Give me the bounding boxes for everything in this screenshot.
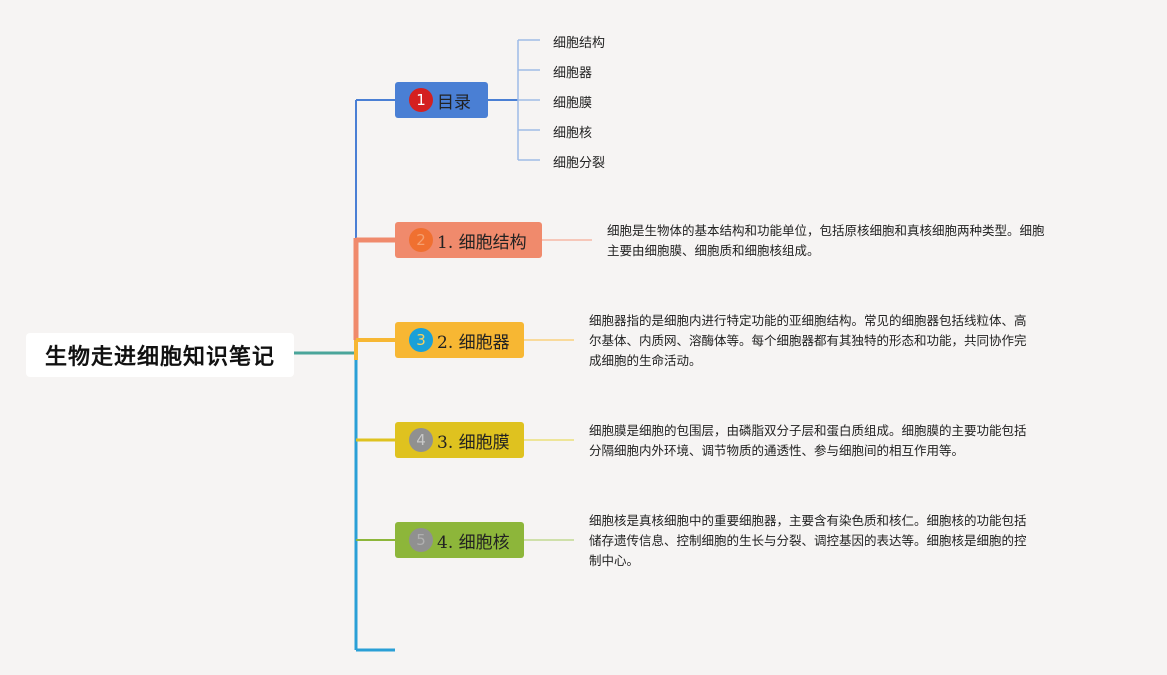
description-line: 细胞核是真核细胞中的重要细胞器，主要含有染色质和核仁。细胞核的功能包括: [589, 513, 1027, 528]
badge-4-icon: 4: [409, 428, 433, 452]
description-line: 分隔细胞内外环境、调节物质的通透性、参与细胞间的相互作用等。: [589, 443, 965, 458]
description-line: 制中心。: [589, 553, 640, 568]
description-organelles[interactable]: 细胞器指的是细胞内进行特定功能的亚细胞结构。常见的细胞器包括线粒体、高 尔基体、…: [589, 311, 1027, 371]
description-line: 细胞器指的是细胞内进行特定功能的亚细胞结构。常见的细胞器包括线粒体、高: [589, 313, 1027, 328]
topic-organelles[interactable]: 3 2. 细胞器: [395, 322, 524, 358]
topic-cell-structure[interactable]: 2 1. 细胞结构: [395, 222, 542, 258]
topic-toc[interactable]: 1 目录: [395, 82, 488, 118]
toc-item[interactable]: 细胞分裂: [553, 156, 606, 171]
toc-item[interactable]: 细胞器: [553, 66, 593, 81]
toc-item[interactable]: 细胞结构: [553, 36, 606, 51]
badge-3-icon: 3: [409, 328, 433, 352]
description-nucleus[interactable]: 细胞核是真核细胞中的重要细胞器，主要含有染色质和核仁。细胞核的功能包括 储存遗传…: [589, 511, 1027, 571]
description-line: 成细胞的生命活动。: [589, 353, 702, 368]
topic-nucleus-label: 4. 细胞核: [437, 532, 510, 553]
toc-item[interactable]: 细胞膜: [553, 96, 593, 111]
description-line: 主要由细胞膜、细胞质和细胞核组成。: [607, 243, 820, 258]
description-line: 细胞是生物体的基本结构和功能单位，包括原核细胞和真核细胞两种类型。细胞: [607, 223, 1045, 238]
topic-organelles-label: 2. 细胞器: [437, 332, 510, 353]
topic-cell-membrane-label: 3. 细胞膜: [437, 432, 510, 453]
root-node[interactable]: 生物走进细胞知识笔记: [26, 333, 294, 377]
root-title: 生物走进细胞知识笔记: [44, 345, 275, 370]
description-cell-membrane[interactable]: 细胞膜是细胞的包围层，由磷脂双分子层和蛋白质组成。细胞膜的主要功能包括 分隔细胞…: [589, 421, 1027, 461]
topic-cell-membrane[interactable]: 4 3. 细胞膜: [395, 422, 524, 458]
description-line: 尔基体、内质网、溶酶体等。每个细胞器都有其独特的形态和功能，共同协作完: [589, 333, 1027, 348]
badge-5-icon: 5: [409, 528, 433, 552]
badge-2-icon: 2: [409, 228, 433, 252]
badge-1-icon: 1: [409, 88, 433, 112]
toc-item[interactable]: 细胞核: [553, 126, 593, 141]
description-line: 储存遗传信息、控制细胞的生长与分裂、调控基因的表达等。细胞核是细胞的控: [589, 533, 1027, 548]
description-line: 细胞膜是细胞的包围层，由磷脂双分子层和蛋白质组成。细胞膜的主要功能包括: [589, 423, 1027, 438]
topic-nucleus[interactable]: 5 4. 细胞核: [395, 522, 524, 558]
description-cell-structure[interactable]: 细胞是生物体的基本结构和功能单位，包括原核细胞和真核细胞两种类型。细胞 主要由细…: [607, 221, 1045, 261]
topic-cell-structure-label: 1. 细胞结构: [437, 232, 527, 253]
topic-toc-label: 目录: [437, 92, 471, 113]
